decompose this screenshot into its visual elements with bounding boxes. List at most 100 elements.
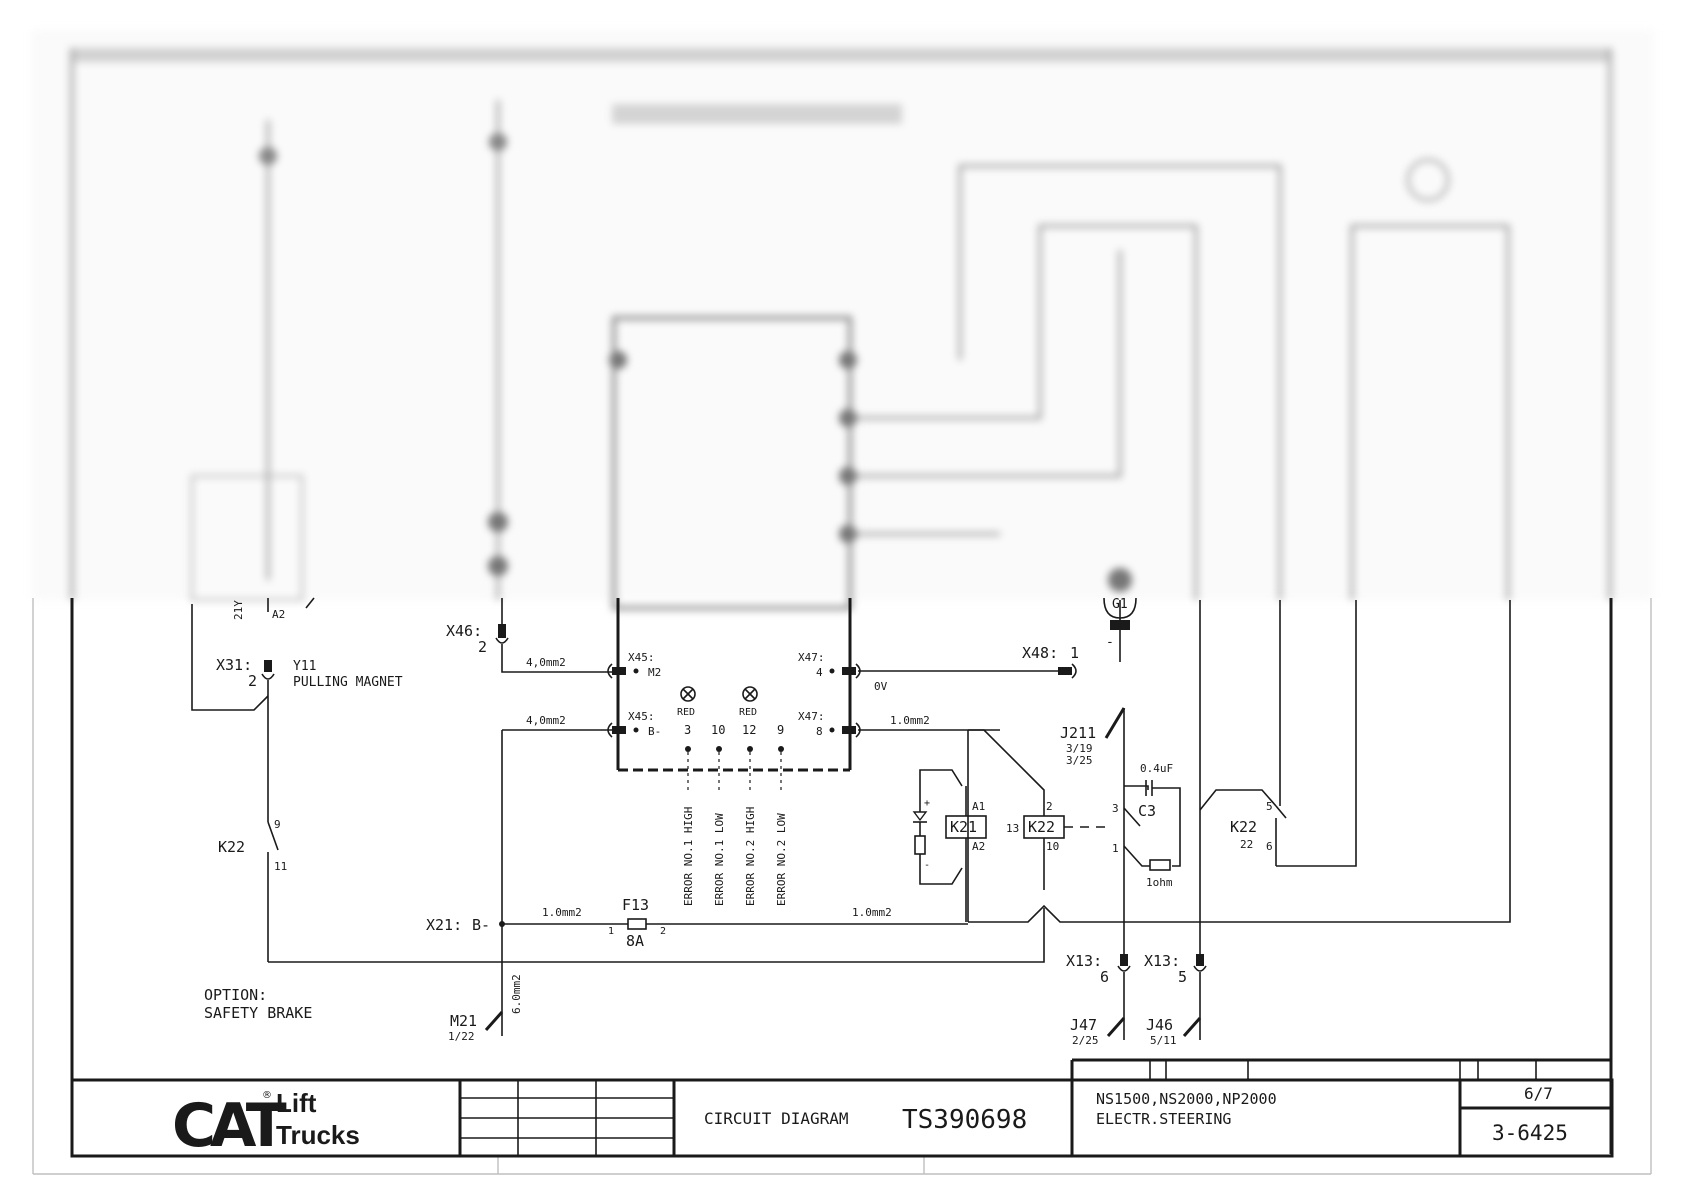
- error-pin-4: 9: [777, 723, 784, 737]
- sheet-number: 6/7: [1524, 1084, 1553, 1103]
- doc-type: CIRCUIT DIAGRAM: [704, 1109, 849, 1128]
- x47-4-pin: 4: [816, 666, 823, 679]
- j211-ref-2: 3/25: [1066, 754, 1093, 767]
- m21-ref: 1/22: [448, 1030, 475, 1043]
- brake-top-label: 21Y: [232, 600, 245, 620]
- g1-label: G1: [1112, 597, 1128, 612]
- k22-contact-right-name: K22: [1230, 818, 1257, 836]
- j211-ref-1: 3/19: [1066, 742, 1093, 755]
- lamp-2-label: RED: [739, 707, 757, 718]
- k22-coil-pin-left: 13: [1006, 822, 1019, 835]
- g1-minus: -: [1106, 635, 1114, 650]
- models: NS1500,NS2000,NP2000: [1096, 1090, 1277, 1108]
- a2-label: A2: [272, 608, 285, 621]
- x46-connector: X46:: [446, 622, 482, 640]
- x13-6-pin: 6: [1100, 968, 1109, 986]
- x45-b-pin: B-: [648, 725, 661, 738]
- x47-4-connector: X47:: [798, 651, 825, 664]
- j46-name: J46: [1146, 1016, 1173, 1034]
- k22-coil-name: K22: [1028, 818, 1055, 836]
- c3-name: C3: [1138, 802, 1156, 820]
- x45-m2-pin: M2: [648, 666, 661, 679]
- k21-a1: A1: [972, 800, 985, 813]
- option-note-line2: SAFETY BRAKE: [204, 1004, 312, 1022]
- f13-name: F13: [622, 896, 649, 914]
- f13-pin-left: 1: [608, 926, 614, 937]
- x13-5-pin: 5: [1178, 968, 1187, 986]
- x48-connector: X48:: [1022, 644, 1058, 662]
- wire-1mm-f13-left: 1.0mm2: [542, 906, 582, 919]
- fuse-section: X21: B- 1.0mm2 1.0mm2 F13 8A 1 2 M21 1/2…: [426, 896, 968, 1043]
- error-pin-1: 3: [684, 723, 691, 737]
- x13-connectors: X13: 6 J47 2/25 X13: 5 J46 5/11: [1066, 922, 1207, 1047]
- k22-contact-left-name: K22: [218, 838, 245, 856]
- lamp-1-label: RED: [677, 707, 695, 718]
- k22-contact-right-pin-bottom: 6: [1266, 840, 1273, 853]
- zero-v-label: 0V: [874, 680, 888, 693]
- j211-name: J211: [1060, 724, 1096, 742]
- error-output-1: ERROR NO.1 HIGH: [682, 807, 695, 906]
- wire-6mm: 6.0mm2: [510, 974, 523, 1014]
- logo-line1: Lift: [276, 1088, 317, 1118]
- x46-pin: 2: [478, 638, 487, 656]
- doc-number: TS390698: [902, 1105, 1027, 1135]
- f13-rating: 8A: [626, 932, 644, 950]
- j46-ref: 5/11: [1150, 1034, 1177, 1047]
- c3-pin-bottom: 1: [1112, 842, 1119, 855]
- m21-name: M21: [450, 1012, 477, 1030]
- j47-ref: 2/25: [1072, 1034, 1099, 1047]
- error-pin-2: 10: [711, 723, 725, 737]
- k22-coil-pin-top: 2: [1046, 800, 1053, 813]
- error-outputs: 3 10 12 9 ERROR NO.1 HIGH ERROR NO.1 LOW…: [682, 723, 788, 906]
- description: ELECTR.STEERING: [1096, 1110, 1231, 1128]
- x47-8-connector: X47:: [798, 710, 825, 723]
- x21-pin: B-: [472, 916, 490, 934]
- k22-contact-left-pin-top: 9: [274, 818, 281, 831]
- k21-plus: +: [924, 798, 930, 809]
- y11-desc: PULLING MAGNET: [293, 675, 403, 690]
- logo-main: CAT: [172, 1091, 287, 1161]
- f13-pin-right: 2: [660, 926, 666, 937]
- x13-5-connector: X13:: [1144, 952, 1180, 970]
- wire-4mm-bottom: 4,0mm2: [526, 714, 566, 727]
- x48-pin: 1: [1070, 644, 1079, 662]
- resistor-1ohm: 1ohm: [1146, 876, 1173, 889]
- error-pin-3: 12: [742, 723, 756, 737]
- page-ref: 3-6425: [1492, 1121, 1568, 1145]
- x13-6-connector: X13:: [1066, 952, 1102, 970]
- wire-1mm-f13-right: 1.0mm2: [852, 906, 892, 919]
- k22-coil-pin-bottom: 10: [1046, 840, 1059, 853]
- k22-contact-right-ref: 22: [1240, 838, 1253, 851]
- wire-1mm-k: 1.0mm2: [890, 714, 930, 727]
- logo-line2: Trucks: [276, 1120, 360, 1150]
- j47-name: J47: [1070, 1016, 1097, 1034]
- blurred-upper-schematic: [32, 30, 1654, 610]
- y11-label: Y11: [293, 659, 316, 674]
- cat-lift-trucks-logo: CAT ® Lift Trucks: [172, 1088, 360, 1161]
- c3-pin-top: 3: [1112, 802, 1119, 815]
- drawing-frame: [32, 598, 1652, 1175]
- x31-pin: 2: [248, 672, 257, 690]
- wire-4mm-top: 4,0mm2: [526, 656, 566, 669]
- k22-contact-right-pin-top: 5: [1266, 800, 1273, 813]
- k22-contact-left-pin-bottom: 11: [274, 860, 287, 873]
- x45-b-connector: X45:: [628, 710, 655, 723]
- x31-connector: X31:: [216, 656, 252, 674]
- k21-name: K21: [950, 818, 977, 836]
- steering-controller: X46: 2 4,0mm2 4,0mm2 X45: M2 X45: B- X47…: [446, 597, 1137, 1012]
- k21-minus: -: [924, 860, 930, 871]
- error-output-3: ERROR NO.2 HIGH: [744, 807, 757, 906]
- safety-brake-circuit: 21Y A2 X31: 2 Y11 PULLING MAGNET K22 9 1…: [191, 597, 1045, 1022]
- relay-section: 1.0mm2 + - K21 A1 A2 K22 13 2 10 J211: [858, 600, 1511, 960]
- error-output-4: ERROR NO.2 LOW: [775, 813, 788, 906]
- x45-m2-connector: X45:: [628, 651, 655, 664]
- lamp-1: RED: [677, 686, 696, 718]
- lamp-2: RED: [739, 686, 758, 718]
- c3-value: 0.4uF: [1140, 762, 1173, 775]
- k21-a2: A2: [972, 840, 985, 853]
- logo-registered: ®: [262, 1090, 272, 1101]
- x21-connector: X21:: [426, 916, 462, 934]
- error-output-2: ERROR NO.1 LOW: [713, 813, 726, 906]
- x47-8-pin: 8: [816, 725, 823, 738]
